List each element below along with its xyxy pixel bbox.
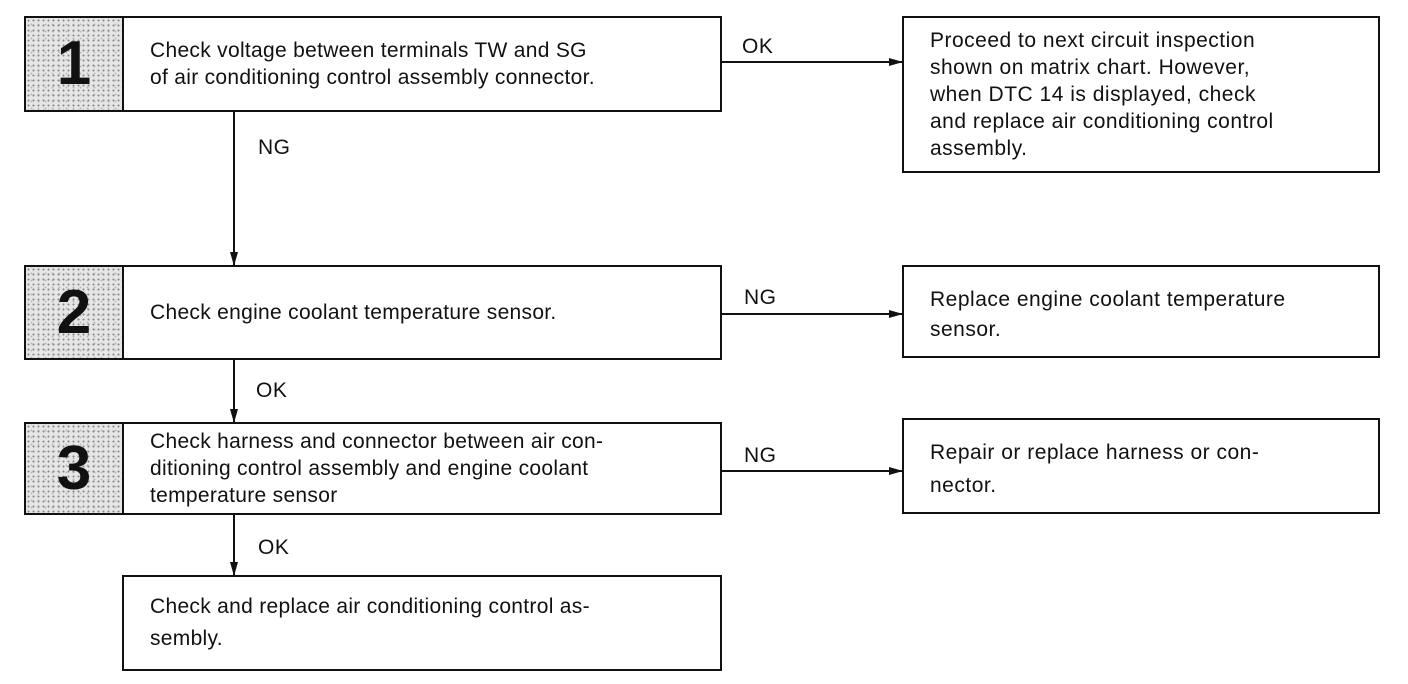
- step-number-badge: 1: [26, 18, 124, 110]
- label-step2-ng: NG: [744, 286, 777, 309]
- label-step1-ok: OK: [742, 35, 774, 58]
- label-step2-ok: OK: [256, 379, 288, 402]
- final-action-text: Check and replace air conditioning contr…: [150, 595, 590, 650]
- label-step1-ng: NG: [258, 136, 291, 159]
- result-text: Replace engine coolant temperature senso…: [930, 288, 1286, 341]
- step-2-box: 2 Check engine coolant temperature senso…: [24, 265, 722, 360]
- step-number: 1: [56, 29, 92, 98]
- step-number-badge: 2: [26, 267, 124, 358]
- step-3-box: 3 Check harness and connector between ai…: [24, 422, 722, 515]
- step-number: 2: [56, 277, 92, 347]
- step-text: Check harness and connector between air …: [150, 430, 604, 507]
- result-box-2: Replace engine coolant temperature senso…: [902, 265, 1380, 358]
- step-number: 3: [56, 433, 92, 503]
- label-step3-ok: OK: [258, 536, 290, 559]
- step-1-box: 1 Check voltage between terminals TW and…: [24, 16, 722, 112]
- step-number-badge: 3: [26, 424, 124, 513]
- result-text: Repair or replace harness or con- nector…: [930, 441, 1260, 497]
- result-text: Proceed to next circuit inspection shown…: [930, 29, 1274, 160]
- result-box-1: Proceed to next circuit inspection shown…: [902, 16, 1380, 173]
- result-box-3: Repair or replace harness or con- nector…: [902, 418, 1380, 514]
- label-step3-ng: NG: [744, 444, 777, 467]
- step-text: Check engine coolant temperature sensor.: [150, 301, 557, 324]
- step-text: Check voltage between terminals TW and S…: [150, 39, 595, 89]
- final-action-box: Check and replace air conditioning contr…: [122, 575, 722, 671]
